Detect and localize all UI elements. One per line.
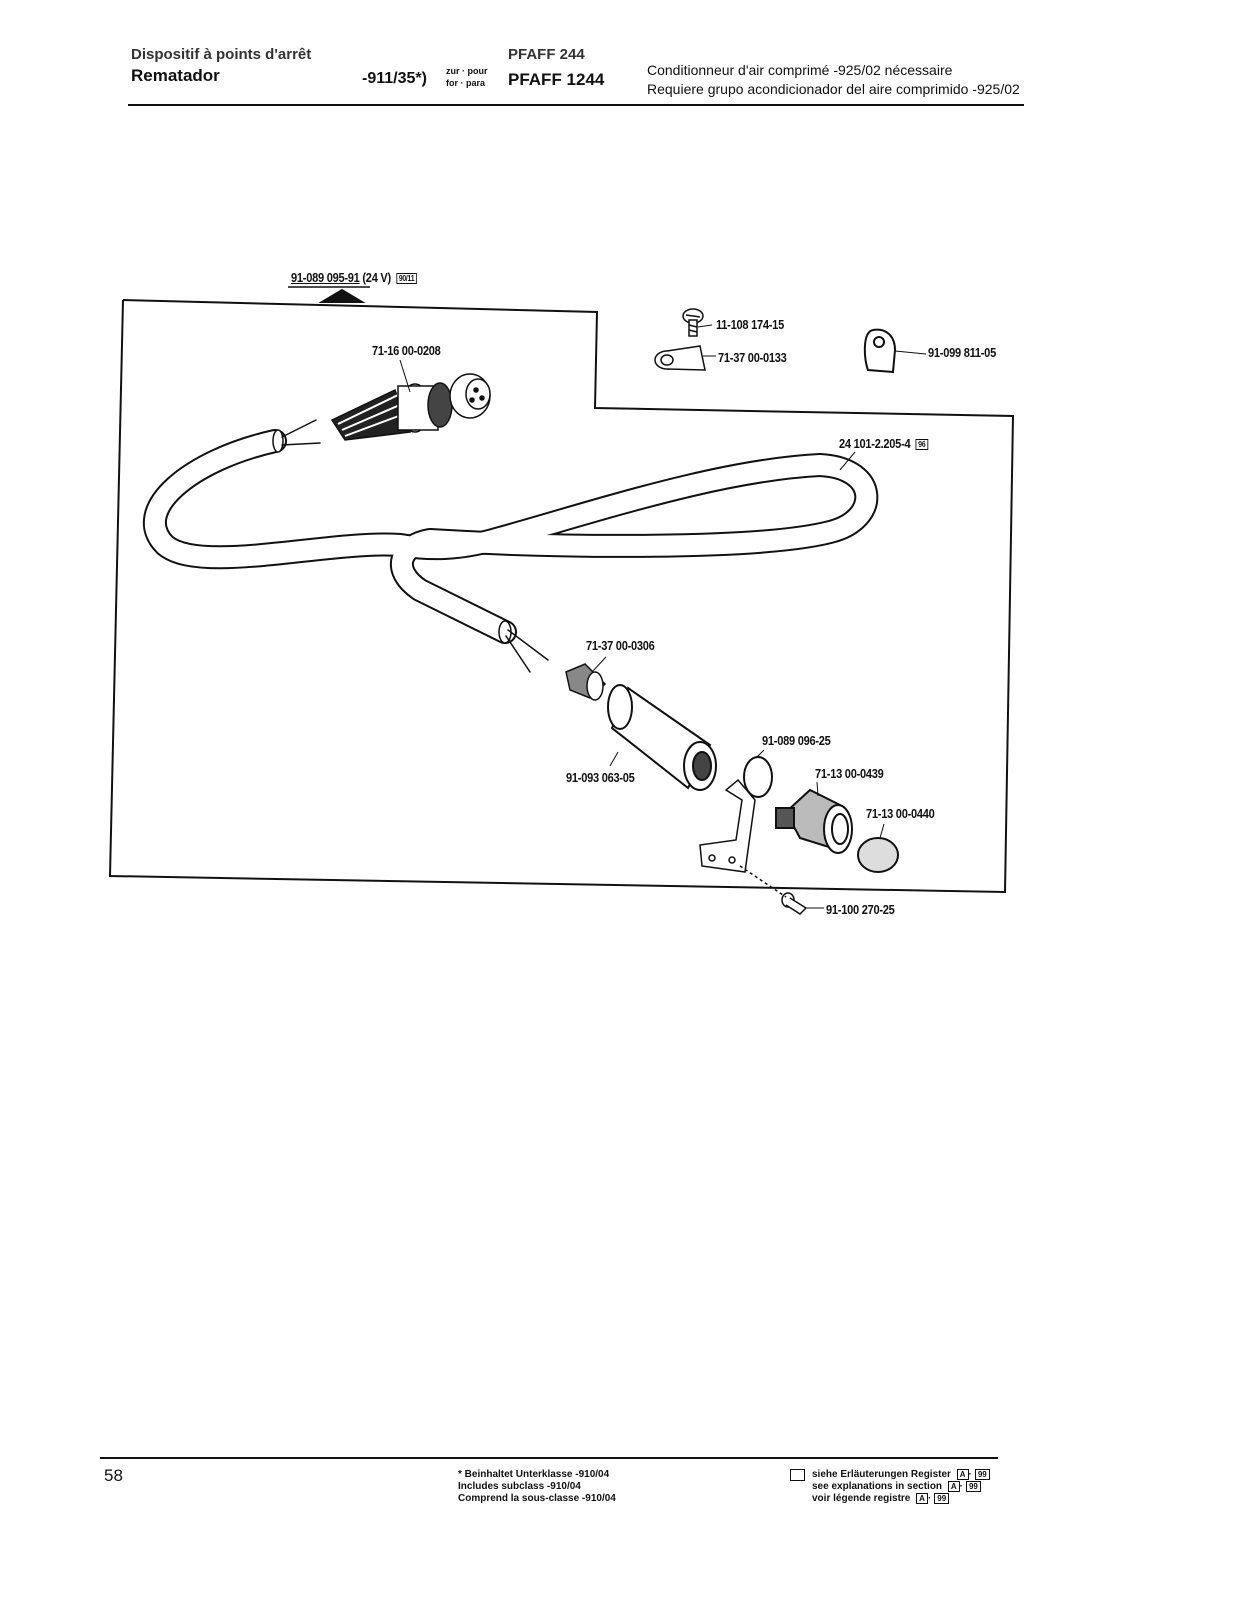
subclass-code: -911/35*): [362, 70, 427, 87]
model-main: PFAFF 1244: [508, 70, 605, 89]
screw-bottom-part: [739, 865, 808, 915]
cable: [142, 419, 879, 673]
register-b-de: 99: [974, 1469, 990, 1480]
connector-part: [330, 373, 491, 441]
note-spanish: Requiere grupo acondicionador del aire c…: [647, 81, 1020, 97]
clip-top-label: 71-37 00-0133: [718, 350, 787, 365]
register-note-de: siehe Erläuterungen Register: [812, 1469, 951, 1480]
subclass-note-fr: Comprend la sous-classe -910/04: [458, 1493, 616, 1504]
bushing-label: 71-37 00-0306: [586, 638, 655, 653]
screw-top-label: 11-108 174-15: [716, 317, 784, 332]
lamp-lens-label: 71-13 00-0440: [866, 806, 935, 821]
bushing-part: [565, 663, 607, 701]
sleeve-part: [607, 684, 717, 791]
register-note: siehe Erläuterungen Register A·99 see ex…: [812, 1469, 990, 1505]
register-note-fr: voir légende registre: [812, 1493, 911, 1504]
title-spanish: Rematador: [131, 66, 220, 85]
register-b-en: 99: [965, 1481, 981, 1492]
bracket-part: [699, 778, 756, 873]
register-note-en: see explanations in section: [812, 1481, 943, 1492]
assembly-label: 91-089 095-91 (24 V) 90/11: [291, 270, 417, 285]
clip-top-part: [654, 345, 706, 371]
subclass-note-en: Includes subclass -910/04: [458, 1481, 581, 1492]
register-a-en: A: [947, 1481, 960, 1492]
assembly-voltage: (24 V): [362, 270, 391, 285]
cable-label: 24 101-2.205-4 96: [839, 436, 928, 451]
subclass-note-de: * Beinhaltet Unterklasse -910/04: [458, 1469, 610, 1480]
footer-rule: [100, 1457, 998, 1459]
lamp-holder-part: [775, 788, 853, 854]
connector-label: 71-16 00-0208: [372, 343, 441, 358]
lamp-holder-label: 71-13 00-0439: [815, 766, 884, 781]
note-french: Conditionneur d'air comprimé -925/02 néc…: [647, 62, 953, 78]
header-rule: [128, 104, 1024, 106]
clip-right-part: [863, 328, 897, 374]
register-b-fr: 99: [934, 1493, 950, 1504]
page-number: 58: [104, 1466, 123, 1485]
assembly-number: 91-089 095-91: [291, 270, 360, 285]
sleeve-label: 91-093 063-05: [566, 770, 635, 785]
register-box-icon: [790, 1469, 805, 1481]
subclass-note: * Beinhaltet Unterklasse -910/04 Include…: [458, 1469, 616, 1505]
diagram-frame: [108, 299, 1015, 894]
register-a-fr: A: [916, 1493, 928, 1504]
screw-top-part: [682, 308, 704, 337]
cable-badge: 96: [915, 439, 928, 451]
assembly-badge: 90/11: [396, 273, 417, 285]
zur-pour-label: zur · pour: [446, 66, 488, 76]
cable-number: 24 101-2.205-4: [839, 436, 911, 451]
register-a-de: A: [956, 1469, 969, 1480]
screw-bottom-label: 91-100 270-25: [826, 902, 895, 917]
lamp-lens-part: [857, 837, 899, 873]
model-top: PFAFF 244: [508, 46, 585, 63]
for-para-label: for · para: [446, 78, 486, 88]
clip-right-label: 91-099 811-05: [928, 345, 996, 360]
washer-label: 91-089 096-25: [762, 733, 831, 748]
assembly-pointer-triangle: [318, 288, 366, 303]
title-french: Dispositif à points d'arrêt: [131, 46, 312, 63]
washer-part: [743, 756, 773, 798]
